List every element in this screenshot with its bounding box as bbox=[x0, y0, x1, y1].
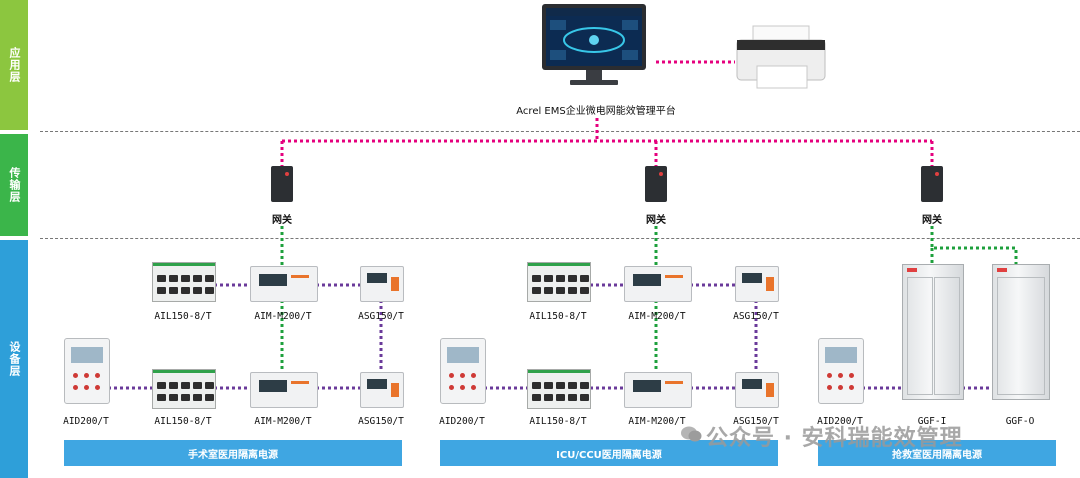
g1-asg-bottom-label: ASG150/T bbox=[358, 416, 404, 427]
platform-label: Acrel EMS企业微电网能效管理平台 bbox=[516, 106, 676, 117]
app-layer-label: 应用层 bbox=[8, 47, 21, 83]
platform-monitor bbox=[540, 4, 648, 88]
purple-bus-links bbox=[108, 283, 992, 390]
g1-ail-top bbox=[152, 262, 216, 302]
gateway-1 bbox=[271, 166, 293, 202]
printer bbox=[735, 22, 827, 92]
layer-divider-bottom bbox=[40, 238, 1080, 239]
g2-aid bbox=[440, 338, 486, 404]
g1-asg-top-label: ASG150/T bbox=[358, 311, 404, 322]
wechat-icon bbox=[680, 424, 702, 444]
g2-ail-bottom-label: AIL150-8/T bbox=[529, 416, 587, 427]
ethernet-links bbox=[280, 60, 934, 166]
green-bus-links bbox=[280, 226, 1018, 372]
g3-cabinet-ggf-i-label: GGF-I bbox=[917, 416, 947, 427]
g1-ail-top-label: AIL150-8/T bbox=[154, 311, 212, 322]
g1-ail-bottom bbox=[152, 369, 216, 409]
g3-banner: 抢救室医用隔离电源 bbox=[818, 440, 1056, 466]
g1-aim-top-label: AIM-M200/T bbox=[254, 311, 312, 322]
g2-ail-bottom bbox=[527, 369, 591, 409]
g1-ail-bottom-label: AIL150-8/T bbox=[154, 416, 212, 427]
g3-cabinet-ggf-i bbox=[902, 264, 964, 400]
gateway-1-label: 网关 bbox=[272, 215, 292, 226]
g1-banner: 手术室医用隔离电源 bbox=[64, 440, 402, 466]
g1-aim-top bbox=[250, 266, 318, 302]
transport-layer-label: 传输层 bbox=[8, 167, 21, 203]
gateway-2-label: 网关 bbox=[646, 215, 666, 226]
gateway-2 bbox=[645, 166, 667, 202]
g1-asg-top bbox=[360, 266, 404, 302]
g2-banner: ICU/CCU医用隔离电源 bbox=[440, 440, 778, 466]
g2-asg-bottom bbox=[735, 372, 779, 408]
printer-icon bbox=[736, 25, 826, 89]
g2-aid-label: AID200/T bbox=[439, 416, 485, 427]
g1-aim-bottom bbox=[250, 372, 318, 408]
monitor-icon bbox=[542, 4, 646, 85]
g2-aim-bottom bbox=[624, 372, 692, 408]
g3-aid bbox=[818, 338, 864, 404]
g2-ail-top-label: AIL150-8/T bbox=[529, 311, 587, 322]
gateway-3 bbox=[921, 166, 943, 202]
g1-aid-label: AID200/T bbox=[63, 416, 109, 427]
g1-asg-bottom bbox=[360, 372, 404, 408]
watermark-text: 公众号 · 安科瑞能效管理 bbox=[706, 426, 963, 451]
app-layer-band: 应用层 bbox=[0, 0, 28, 130]
gateway-3-label: 网关 bbox=[922, 215, 942, 226]
g2-asg-top bbox=[735, 266, 779, 302]
g3-cabinet-ggf-o bbox=[992, 264, 1050, 400]
g3-cabinet-ggf-o-label: GGF-O bbox=[1005, 416, 1035, 427]
g2-aim-top bbox=[624, 266, 692, 302]
g1-aid bbox=[64, 338, 110, 404]
device-layer-band: 设备层 bbox=[0, 240, 28, 478]
transport-layer-band: 传输层 bbox=[0, 134, 28, 236]
g2-aim-bottom-label: AIM-M200/T bbox=[628, 416, 686, 427]
g3-aid-label: AID200/T bbox=[817, 416, 863, 427]
g2-aim-top-label: AIM-M200/T bbox=[628, 311, 686, 322]
g2-asg-top-label: ASG150/T bbox=[733, 311, 779, 322]
g2-asg-bottom-label: ASG150/T bbox=[733, 416, 779, 427]
layer-divider-top bbox=[40, 131, 1080, 132]
g1-aim-bottom-label: AIM-M200/T bbox=[254, 416, 312, 427]
device-layer-label: 设备层 bbox=[8, 341, 21, 377]
g2-ail-top bbox=[527, 262, 591, 302]
